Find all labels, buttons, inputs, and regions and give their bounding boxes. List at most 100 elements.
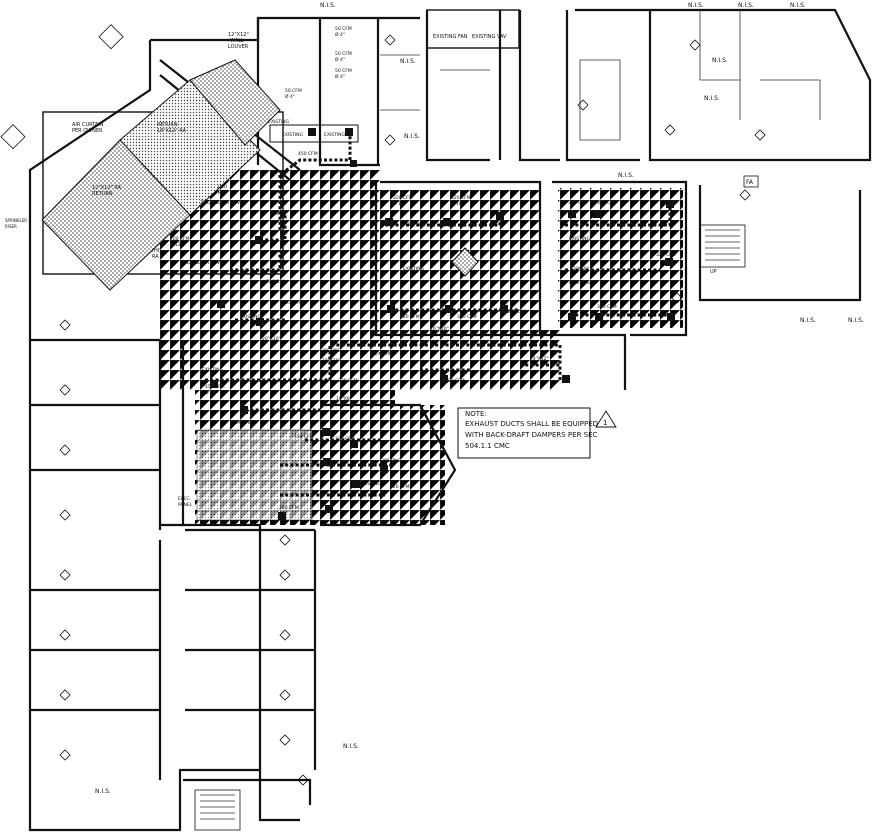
nis-label: N.I.S.: [688, 2, 704, 9]
return-label: RETURN: [157, 122, 178, 128]
electrical-panel-label: ELEC.: [178, 496, 191, 502]
wall-louver-label: WALL: [230, 38, 244, 44]
nis-label: N.I.S.: [790, 2, 806, 9]
existing-fan-label: EXISTING FAN: [433, 34, 468, 40]
existing-tag: EXISTING: [282, 132, 304, 138]
nis-label: N.I.S.: [704, 95, 720, 102]
plan-annotations: AIR CURTAIN PER OWNER RETURN 18"X12" RA …: [5, 32, 759, 508]
existing-tag: EXISTING: [320, 348, 342, 354]
nis-label: N.I.S.: [738, 2, 754, 9]
existing-tags: EXISTING EXISTING EXISTING EXISTING EXIS…: [202, 119, 591, 487]
diffuser-size: Ø 4": [335, 73, 345, 80]
hi-ra-label: RA: [152, 254, 159, 260]
air-curtain-label: PER OWNER: [72, 128, 103, 134]
duct-size-labels: 14"X8" 16"X10" 22"X10" 20"X10" 18"X10" 2…: [262, 222, 589, 402]
cfm-tag: 320 CFM: [400, 314, 420, 320]
existing-tag: EXISTING: [235, 420, 257, 426]
diffuser-size: Ø 4": [335, 31, 345, 38]
cfm-callouts: 50 CFM Ø 4" 50 CFM Ø 4" 50 CFM Ø 4" 50 C…: [170, 26, 676, 511]
duct-size: 14"X8": [408, 222, 424, 228]
cfm-tag: 320 CFM: [568, 200, 588, 206]
return-label: 12"X12" RA: [92, 185, 122, 191]
cfm-tag: 50 CFM: [285, 88, 302, 94]
cfm-tag: 50 CFM: [335, 26, 352, 32]
wall-louver-label: 12"X12": [228, 32, 249, 38]
diffuser-size: Ø 4": [285, 93, 295, 100]
side-note: RISER: [5, 224, 17, 229]
air-curtain-label: AIR CURTAIN: [72, 122, 104, 128]
stairs: [194, 224, 746, 831]
diffuser-size: Ø 12": [205, 389, 218, 396]
cfm-tag: 280 CFM: [279, 505, 299, 511]
note-heading: NOTE:: [465, 410, 487, 418]
duct-size: 22"X10": [266, 279, 285, 285]
existing-tag: EXISTING: [360, 481, 382, 487]
note-line: EXHAUST DUCTS SHALL BE EQUIPPED: [465, 420, 598, 428]
nis-label: N.I.S.: [800, 317, 816, 324]
cfm-tag: 320 CFM: [507, 309, 527, 315]
cfm-tag: 320 CFM: [338, 378, 358, 384]
diffuser-size: Ø 10": [393, 200, 406, 207]
duct-size: 18"X10": [322, 358, 341, 364]
hvac-zones: [41, 9, 520, 521]
existing-tag: EXISTING: [375, 351, 397, 357]
cfm-tag: 320 CFM: [390, 484, 410, 490]
hi-ra-label: (HI): [152, 248, 161, 254]
cfm-tag: 320 CFM: [451, 195, 471, 201]
cfm-tag: 50 CFM: [335, 51, 352, 57]
cfm-tag: 50 CFM: [335, 68, 352, 74]
nis-label: N.I.S.: [320, 2, 336, 9]
building-walls: [28, 8, 872, 832]
nis-label: N.I.S.: [343, 743, 359, 750]
nis-label: N.I.S.: [404, 133, 420, 140]
hi-ra-label: RA: [218, 190, 225, 196]
cfm-tag: 450 CFM: [298, 151, 318, 157]
stair-up-label: UP: [710, 269, 717, 275]
duct-runs: [205, 135, 672, 497]
return-label: RETURN: [92, 191, 113, 197]
existing-tag: EXISTING: [569, 236, 591, 242]
diffuser-size: Ø 12": [170, 241, 183, 248]
cfm-tag: 320 CFM: [656, 252, 676, 258]
existing-vav-label: EXISTING VAV: [472, 34, 507, 40]
existing-tag: EXISTING: [240, 314, 262, 320]
cfm-tag: 320 CFM: [335, 436, 355, 442]
existing-tag: EXISTING: [202, 367, 224, 373]
nis-label: N.I.S.: [400, 58, 416, 65]
diffusers: [210, 128, 675, 520]
room-tags: [0, 24, 766, 786]
cfm-tag: 320 CFM: [445, 378, 465, 384]
note-line: 504.1.1 CMC: [465, 442, 510, 450]
duct-size: 10"X8": [336, 396, 352, 402]
duct-size: 24"X12": [530, 356, 549, 362]
existing-tag: EXISTING: [286, 300, 308, 306]
existing-tag: EXISTING: [569, 280, 591, 286]
diffuser-size: Ø 4": [335, 56, 345, 63]
cfm-tag: 320 CFM: [457, 314, 477, 320]
general-note: NOTE: EXHAUST DUCTS SHALL BE EQUIPPED WI…: [457, 407, 617, 459]
wall-louver-label: LOUVER: [228, 44, 249, 50]
cfm-tag: 200 CFM: [170, 236, 190, 242]
fa-tag: FA: [746, 179, 754, 186]
diffuser-size: 8"Ø: [270, 210, 279, 217]
cfm-tag: 320 CFM: [393, 195, 413, 201]
floor-level-label: 2ND FLOOR LEVEL: [200, 200, 246, 206]
note-line: WITH BACK-DRAFT DAMPERS PER SEC: [465, 431, 598, 439]
cfm-tag: 320 CFM: [597, 200, 617, 206]
duct-size: 12"X10": [570, 266, 589, 272]
revision-mark: 1: [603, 419, 607, 427]
nis-label: N.I.S.: [618, 172, 634, 179]
cfm-tag: 450 CFM: [205, 384, 225, 390]
existing-tag: EXISTING: [268, 119, 290, 125]
electrical-panel-label: PANEL: [178, 502, 193, 508]
side-note: SPRINKLER: [5, 218, 27, 223]
hi-ra-label: (HI): [218, 184, 227, 190]
existing-tag: EXISTING: [380, 458, 402, 464]
cfm-tag: 450 CFM: [294, 434, 314, 440]
existing-tag: EXISTING: [403, 266, 425, 272]
duct-size: 16"X10": [430, 326, 449, 332]
nis-label: N.I.S.: [848, 317, 864, 324]
duct-size: 20"X10": [262, 336, 281, 342]
diffuser-size: Ø 10": [451, 200, 464, 207]
